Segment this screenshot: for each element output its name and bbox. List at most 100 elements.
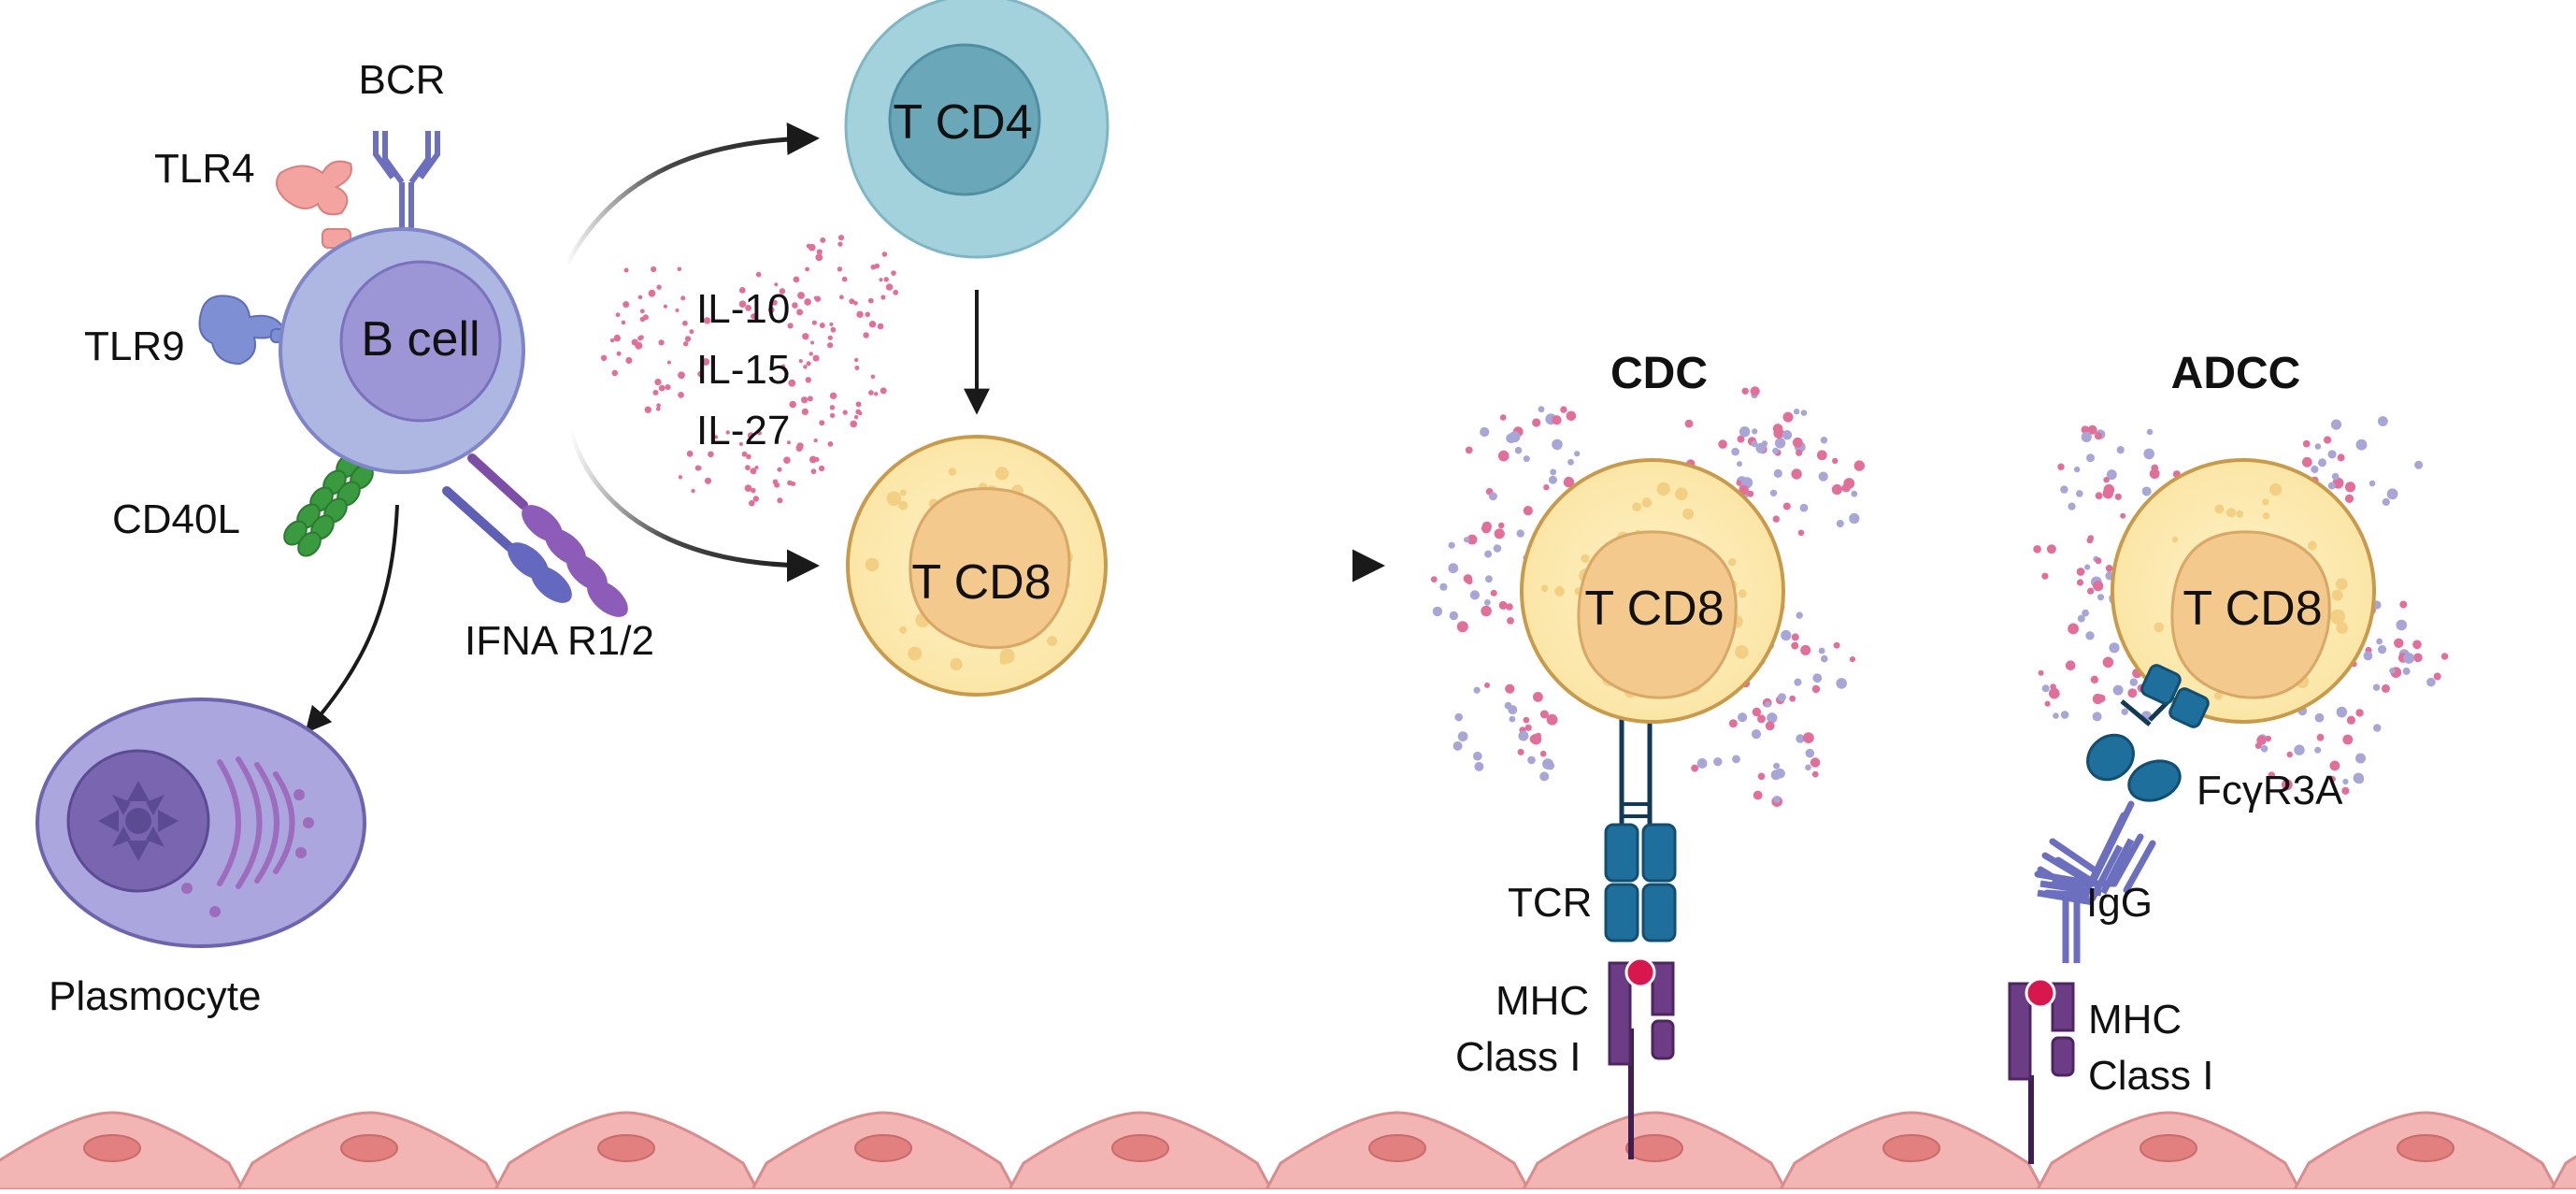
particle-dot xyxy=(2337,453,2345,462)
particle-dot xyxy=(1849,512,1860,525)
particle-dot xyxy=(749,499,755,507)
particle-dot xyxy=(1773,762,1781,770)
particle-dot xyxy=(771,299,778,306)
particle-dot xyxy=(888,284,894,290)
plasmocyte-cell xyxy=(36,698,366,948)
particle-dot xyxy=(827,441,834,447)
particle-dot xyxy=(2329,760,2340,771)
particle-dot xyxy=(1747,490,1754,497)
particle-dot xyxy=(2396,619,2408,631)
particle-dot xyxy=(2341,786,2350,795)
b-cell xyxy=(198,131,628,617)
particle-dot xyxy=(1543,484,1550,491)
particle-dot xyxy=(1789,695,1796,702)
particle-dot xyxy=(801,396,809,404)
granule xyxy=(1675,487,1688,500)
particle-dot xyxy=(1728,719,1738,728)
particle-dot xyxy=(2331,472,2340,481)
particle-dot xyxy=(2342,778,2349,785)
particle-dot xyxy=(839,295,844,300)
tissue-cell-nucleus xyxy=(1882,1134,1940,1162)
particle-dot xyxy=(2087,535,2095,541)
particle-dot xyxy=(806,361,811,367)
particle-dot xyxy=(2068,502,2076,511)
tlr9-label: TLR9 xyxy=(84,324,185,369)
particle-dot xyxy=(2344,482,2356,493)
particle-dot xyxy=(1524,724,1532,731)
particle-dot xyxy=(609,338,615,343)
particle-dot xyxy=(803,365,808,369)
particle-dot xyxy=(786,440,791,445)
particle-dot xyxy=(2282,779,2293,791)
particle-dot xyxy=(1800,410,1808,416)
particle-dot xyxy=(788,379,796,387)
particle-dot xyxy=(1833,641,1840,649)
particle-dot xyxy=(2044,700,2051,707)
particle-dot xyxy=(2327,450,2337,459)
particle-dot xyxy=(1465,446,1473,454)
particle-dot xyxy=(777,467,782,472)
granule xyxy=(950,657,963,671)
particle-dot xyxy=(850,420,857,428)
particle-dot xyxy=(704,477,712,484)
particle-dot xyxy=(1751,440,1758,448)
granule xyxy=(865,557,880,572)
particle-dot xyxy=(1467,534,1478,545)
t-cd8-label-cdc: T CD8 xyxy=(1584,582,1724,636)
particle-dot xyxy=(754,466,759,469)
particle-dot xyxy=(2302,439,2311,448)
particle-dot xyxy=(699,373,705,379)
particle-dot xyxy=(694,465,701,471)
tissue-cell-nucleus xyxy=(1368,1134,1426,1162)
granule xyxy=(2213,691,2224,700)
particle-dot xyxy=(658,384,665,392)
particle-dot xyxy=(2412,640,2422,650)
particle-dot xyxy=(2087,587,2095,595)
particle-dot xyxy=(789,400,796,409)
particle-dot xyxy=(1439,583,1448,591)
granule xyxy=(899,489,907,496)
particle-dot xyxy=(1516,529,1524,538)
particle-dot xyxy=(2354,774,2365,784)
particle-dot xyxy=(2355,439,2368,451)
particle-dot xyxy=(2095,557,2102,565)
particle-dot xyxy=(865,311,870,318)
particle-dot xyxy=(741,451,748,457)
particle-dot xyxy=(648,289,656,297)
particle-dot xyxy=(615,312,621,318)
particle-dot xyxy=(829,392,837,399)
particle-dot xyxy=(744,484,752,492)
particle-dot xyxy=(1737,435,1745,443)
particle-dot xyxy=(1481,605,1492,617)
cytokine-label-1: IL-10 xyxy=(696,286,790,332)
particle-dot xyxy=(691,488,695,494)
particle-dot xyxy=(2121,708,2128,715)
granule xyxy=(2331,589,2343,601)
particle-dot xyxy=(2049,687,2060,699)
particle-dot xyxy=(2318,458,2326,468)
particle-dot xyxy=(801,408,809,415)
particle-dot xyxy=(1794,678,1802,686)
particle-dot xyxy=(745,465,751,471)
labels: BCR TLR4 TLR9 B cell CD40L IFNA R1/2 Pla… xyxy=(49,57,2343,1099)
particle-dot xyxy=(751,487,756,494)
particle-dot xyxy=(1499,414,1507,421)
particle-dot xyxy=(2143,448,2154,460)
particle-dot xyxy=(812,354,820,362)
particle-dot xyxy=(686,450,694,457)
particle-dot xyxy=(1514,446,1523,454)
particle-dot xyxy=(1507,617,1514,625)
particle-dot xyxy=(678,371,685,380)
particle-dot xyxy=(2041,572,2049,580)
particle-dot xyxy=(837,235,845,241)
granule xyxy=(2308,540,2317,551)
particle-dot xyxy=(855,401,862,408)
particle-dot xyxy=(1805,748,1815,758)
particle-dot xyxy=(2116,446,2125,454)
particle-dot xyxy=(2146,428,2154,436)
particle-dot xyxy=(654,379,662,386)
particle-dot xyxy=(663,304,668,309)
particle-dot xyxy=(1805,764,1811,771)
granule xyxy=(898,500,909,511)
adcc-title: ADCC xyxy=(2171,349,2301,398)
